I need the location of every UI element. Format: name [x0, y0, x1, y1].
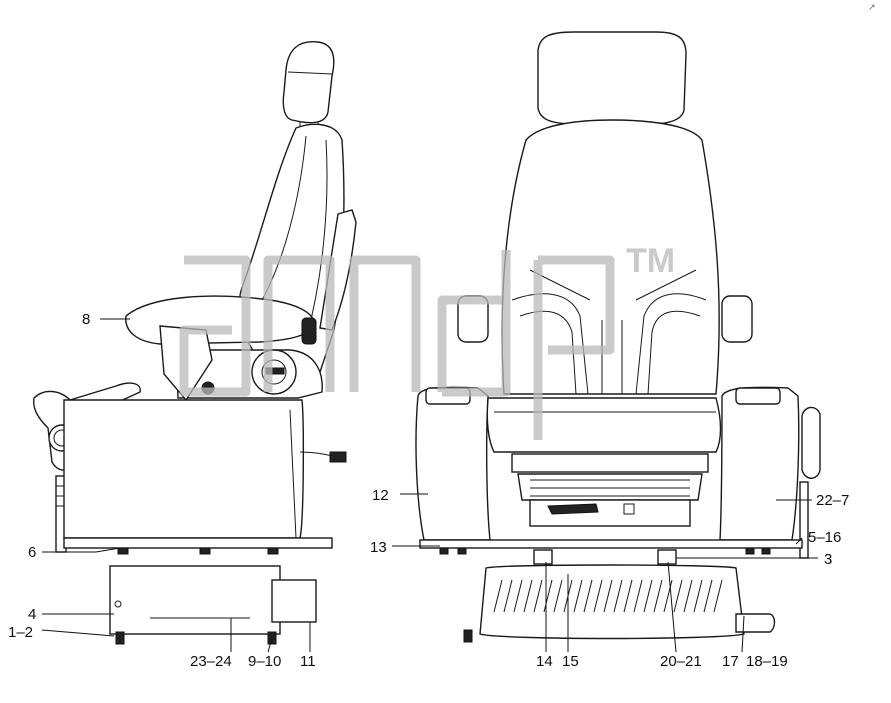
callout-22-7: 22–7 [816, 492, 849, 509]
callout-23-24: 23–24 [190, 653, 232, 670]
callout-1-2: 1–2 [8, 624, 33, 641]
front-suspension [511, 453, 709, 473]
callout-8: 8 [82, 311, 90, 328]
callout-15: 15 [562, 653, 579, 670]
callout-17: 17 [722, 653, 739, 670]
front-left-console [415, 386, 491, 541]
front-lower-box [479, 564, 745, 640]
watermark-tm: TM [626, 242, 675, 280]
callout-5-16: 5–16 [808, 529, 841, 546]
callout-13: 13 [370, 539, 387, 556]
leader-lines [41, 318, 818, 653]
callout-6: 6 [28, 544, 36, 561]
corner-mark: ↗ [868, 2, 876, 12]
front-seat-cushion [486, 397, 722, 453]
callout-14: 14 [536, 653, 553, 670]
side-console-box [109, 565, 281, 635]
side-headrest [282, 41, 335, 124]
side-view-seat [33, 41, 357, 645]
front-right-console [719, 386, 800, 541]
callout-9-10: 9–10 [248, 653, 281, 670]
side-base-plate [63, 537, 333, 549]
side-suspension-base [63, 399, 305, 539]
callout-11: 11 [300, 653, 316, 670]
front-view-seat [415, 31, 821, 643]
side-armrest [125, 295, 315, 345]
watermark: TM [179, 242, 675, 440]
callout-labels: 8 6 4 1–2 23–24 9–10 11 12 13 22–7 5–16 … [8, 311, 849, 670]
callout-12: 12 [372, 487, 389, 504]
front-base-plate [419, 539, 803, 549]
front-headrest [537, 31, 687, 125]
callout-18-19: 18–19 [746, 653, 788, 670]
callout-4: 4 [28, 606, 36, 623]
callout-20-21: 20–21 [660, 653, 702, 670]
callout-3: 3 [824, 551, 832, 568]
